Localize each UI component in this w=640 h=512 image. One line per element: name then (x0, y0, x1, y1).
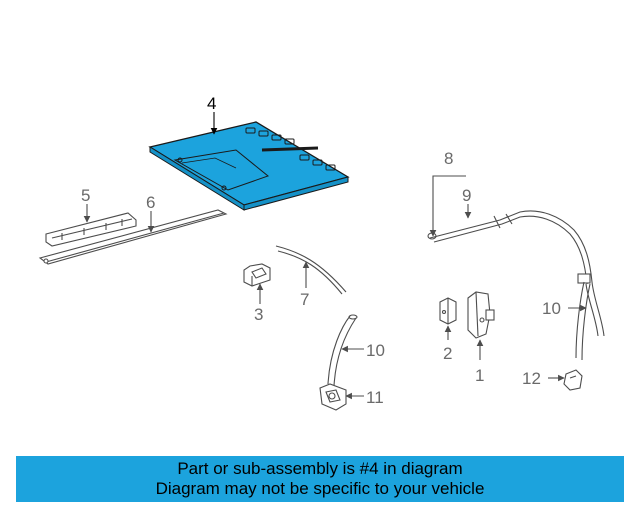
part-1-motor[interactable] (467, 291, 495, 339)
callout-11: 11 (366, 388, 384, 407)
callout-9: 9 (462, 186, 471, 205)
part-10-hose-right[interactable] (575, 281, 591, 361)
callout-7: 7 (300, 290, 309, 309)
part-10-tube-left[interactable] (327, 314, 358, 387)
part-7-seal[interactable] (275, 245, 347, 295)
callout-4: 4 (207, 94, 216, 113)
part-4-panel[interactable] (148, 121, 350, 211)
part-6-strip[interactable] (38, 209, 228, 265)
callout-8: 8 (444, 149, 453, 168)
callout-1: 1 (475, 366, 484, 385)
part-3-clip[interactable] (243, 263, 271, 287)
callout-2: 2 (443, 344, 452, 363)
part-5-bracket[interactable] (45, 212, 137, 247)
callout-12: 12 (522, 369, 541, 388)
part-2-connector[interactable] (439, 297, 457, 325)
part-12-clip[interactable] (563, 369, 583, 391)
callout-6: 6 (146, 193, 155, 212)
part-11-housing[interactable] (319, 383, 347, 411)
callout-10-left: 10 (366, 341, 385, 360)
callout-5: 5 (81, 186, 90, 205)
banner-line-1: Part or sub-assembly is #4 in diagram (177, 459, 463, 478)
callouts: 4 5 6 7 3 10 11 8 9 2 1 10 12 (81, 94, 561, 407)
callout-10-right: 10 (542, 299, 561, 318)
banner-line-2: Diagram may not be specific to your vehi… (155, 479, 485, 498)
callout-3: 3 (254, 305, 263, 324)
leader-lines (83, 112, 587, 400)
parts-diagram: 4 5 6 7 3 10 11 8 9 2 1 10 12 (38, 94, 605, 411)
info-banner: Part or sub-assembly is #4 in diagram Di… (16, 456, 624, 502)
